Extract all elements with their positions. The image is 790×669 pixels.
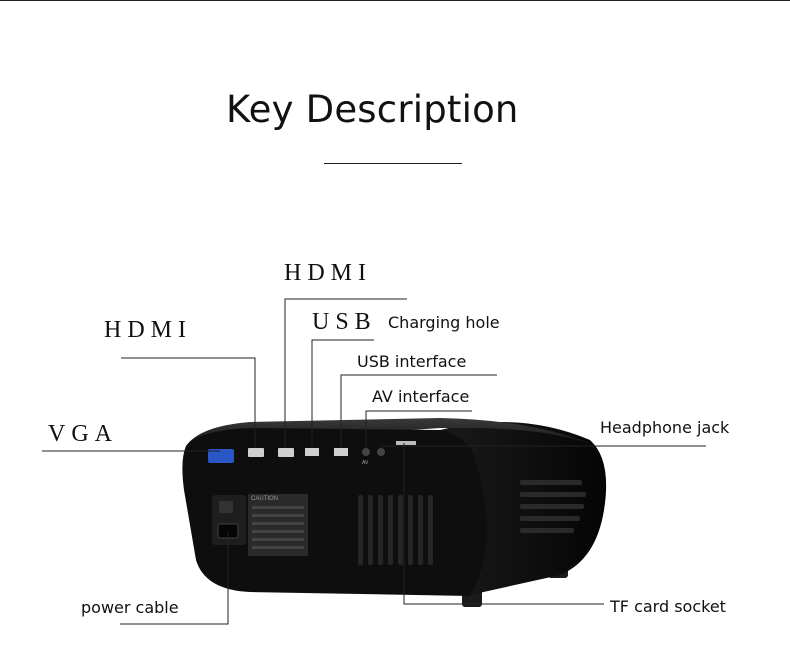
- usb-port: [334, 448, 348, 456]
- usb-charging-port: [305, 448, 319, 456]
- tf-card-leader: [403, 443, 604, 605]
- headphone-leader: [380, 445, 706, 448]
- page-title: Key Description: [226, 88, 519, 131]
- port-row: AV: [208, 441, 416, 466]
- hdmi-port-2: [278, 448, 294, 457]
- right-vent: [520, 480, 586, 533]
- label-headphone-jack: Headphone jack: [600, 418, 730, 437]
- label-hdmi-left: HDMI: [104, 317, 192, 343]
- port-av-text: AV: [362, 460, 369, 466]
- headphone-port: [377, 448, 385, 456]
- caution-label: CAUTION: [248, 494, 308, 556]
- hdmi-port-1: [248, 448, 264, 457]
- title-underline: [324, 163, 462, 164]
- power-socket: [212, 495, 246, 545]
- label-usb-interface: USB interface: [357, 352, 467, 371]
- label-vga: VGA: [48, 421, 118, 447]
- label-usb: USB: [312, 309, 377, 335]
- hdmi-top-leader: [284, 298, 407, 448]
- label-hdmi-top: HDMI: [284, 260, 372, 286]
- usb-charging-leader: [311, 339, 374, 448]
- av-interface-leader: [365, 410, 472, 448]
- vga-port: [208, 449, 234, 463]
- top-rule: [0, 0, 790, 1]
- caution-text: CAUTION: [251, 496, 278, 502]
- hdmi-left-leader: [121, 357, 256, 448]
- projector-top: [186, 418, 600, 448]
- power-leader: [120, 532, 229, 625]
- usb-interface-leader: [340, 374, 497, 448]
- label-power-cable: power cable: [81, 598, 179, 617]
- tf-card-port: [396, 441, 416, 445]
- leader-lines: [42, 298, 706, 625]
- back-vent: [358, 495, 433, 565]
- label-tf-card-socket: TF card socket: [610, 597, 726, 616]
- label-av-interface: AV interface: [372, 387, 470, 406]
- label-charging-hole: Charging hole: [388, 313, 500, 332]
- av-port: [362, 448, 370, 456]
